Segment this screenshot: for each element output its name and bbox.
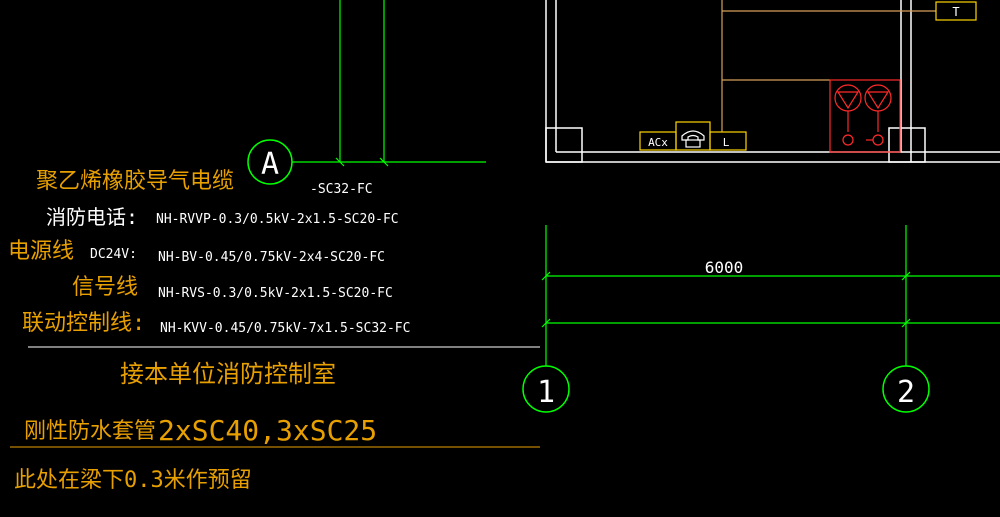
legend-partial-spec: -SC32-FC [310, 182, 373, 197]
building-walls [545, 0, 1000, 163]
legend-title: 聚乙烯橡胶导气电缆 [36, 169, 234, 194]
fire-phone-label: 消防电话: [46, 205, 138, 229]
cable-legend: 聚乙烯橡胶导气电缆 -SC32-FC 消防电话: NH-RVVP-0.3/0.5… [8, 169, 540, 493]
linkage-label: 联动控制线: [22, 311, 145, 336]
fire-phone-spec: NH-RVVP-0.3/0.5kV-2x1.5-SC20-FC [156, 212, 399, 227]
power-voltage: DC24V: [90, 247, 137, 262]
svg-text:ACx: ACx [648, 136, 668, 149]
power-label: 电源线 [8, 239, 74, 264]
power-spec: NH-BV-0.45/0.75kV-2x4-SC20-FC [158, 250, 385, 265]
axis-1-label: 1 [537, 375, 555, 410]
axis-1-bubble: 1 [522, 365, 570, 413]
svg-text:L: L [723, 136, 730, 149]
conduit-lines [292, 0, 486, 167]
axis-2-bubble: 2 [882, 365, 930, 413]
sleeve-spec: 2xSC40,3xSC25 [158, 414, 377, 447]
signal-spec: NH-RVS-0.3/0.5kV-2x1.5-SC20-FC [158, 286, 393, 301]
acx-box: ACx [639, 131, 677, 151]
phone-icon [675, 121, 711, 151]
alarm-bell-icon [829, 79, 901, 153]
svg-text:T: T [952, 5, 959, 19]
axis-a-label: A [261, 147, 279, 182]
axis-2-label: 2 [897, 375, 915, 410]
grid-axes [541, 225, 1000, 366]
l-box: L [709, 131, 747, 151]
signal-label: 信号线 [72, 275, 138, 300]
axis-a-bubble: A [247, 139, 293, 185]
dimension-label: 6000 [705, 258, 744, 277]
sleeve-label: 刚性防水套管 [24, 419, 156, 444]
reserve-note: 此处在梁下0.3米作预留 [14, 468, 252, 493]
linkage-spec: NH-KVV-0.45/0.75kV-7x1.5-SC32-FC [160, 321, 410, 336]
device-wiring [721, 0, 936, 132]
connect-room-note: 接本单位消防控制室 [120, 360, 336, 388]
terminal-box: T [935, 1, 977, 21]
